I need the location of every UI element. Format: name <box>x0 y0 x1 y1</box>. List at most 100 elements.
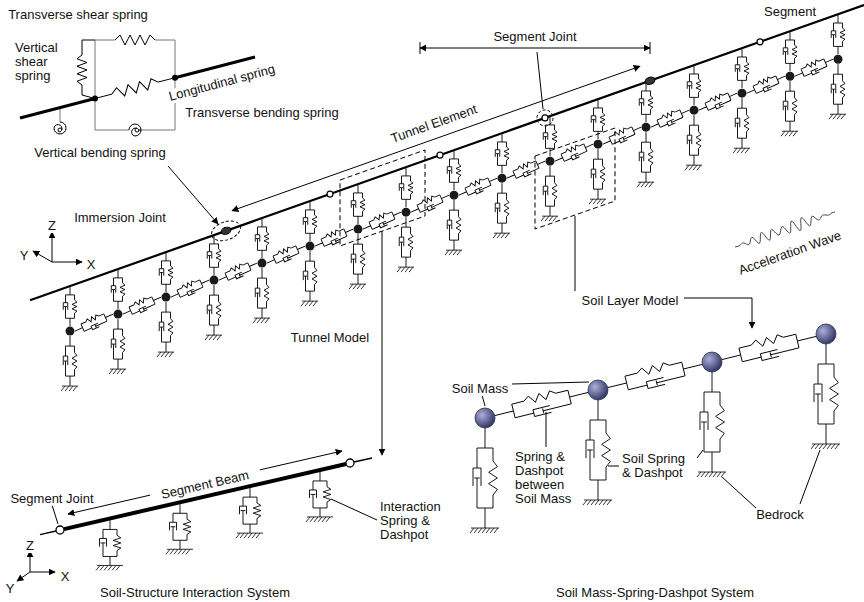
spring-dashpot-lines <box>600 122 643 150</box>
dimension-arrow <box>232 66 640 210</box>
spring-dashpot <box>831 15 845 54</box>
soil-mass <box>816 324 836 344</box>
frame-line <box>60 108 61 122</box>
leader-line <box>722 477 756 508</box>
joint-node <box>92 96 98 102</box>
leader-line <box>512 382 589 384</box>
spring-dashpot-lines <box>399 217 413 267</box>
segment-joint-symbol <box>346 459 354 467</box>
bedrock-hatch <box>96 565 123 570</box>
spring-dashpot <box>303 251 317 301</box>
bedrock-hatch <box>493 233 510 238</box>
immersion-joint-symbol <box>220 226 232 236</box>
spring-dashpot <box>543 166 557 216</box>
callout-label: Acceleration Wave <box>736 228 844 278</box>
spring-dashpot-lines <box>207 285 221 335</box>
callout-label: Tunnel Element <box>388 102 480 146</box>
spring-dashpot <box>159 253 173 292</box>
spring-dashpot <box>120 291 163 319</box>
immersion-joint-marker <box>209 217 243 244</box>
spring-dashpot-lines <box>72 308 115 336</box>
vertical-bending-spiral <box>54 122 66 134</box>
beam-stub <box>354 458 372 462</box>
spring-dashpot <box>447 151 461 190</box>
soil-mass-dot <box>210 276 219 285</box>
spring-dashpot <box>312 223 355 251</box>
soil-mass-dot <box>162 293 171 302</box>
soil-mass-dot <box>258 259 267 268</box>
spring-dashpot-lines <box>159 302 173 352</box>
frame-line <box>155 40 175 78</box>
spring-dashpot-lines <box>456 172 499 200</box>
spring-dashpot-lines <box>264 240 307 268</box>
callout-label: Y <box>5 582 16 596</box>
spring-dashpot <box>72 308 115 336</box>
spring-dashpot <box>456 172 499 200</box>
soil-mass-dot <box>690 106 699 115</box>
spring-dashpot-lines <box>495 134 509 173</box>
bedrock-hatch <box>637 182 654 187</box>
spring-dashpot-lines <box>100 520 121 565</box>
spring-dashpot-lines <box>831 64 845 114</box>
callout-label: Spring & Dashpot between Soil Mass <box>514 450 578 506</box>
callout-label: X <box>86 258 97 272</box>
soil-mass-dot <box>450 191 459 200</box>
spring-dashpot <box>111 270 125 309</box>
bedrock-hatch <box>157 352 174 357</box>
soil-mass-dot <box>114 310 123 319</box>
spring-dashpot <box>783 32 797 71</box>
bedrock-hatch <box>541 216 558 221</box>
segment-joint-symbol <box>437 152 443 158</box>
callout-label: Interaction Spring & Dashpot <box>379 500 453 542</box>
bedrock-hatch <box>253 318 270 323</box>
callout-label: Tunnel Model <box>290 331 370 345</box>
bedrock-hatch <box>306 517 333 522</box>
spring-dashpot <box>408 189 451 217</box>
segment-beam <box>64 464 346 529</box>
callout-label: Vertical shear spring <box>14 41 74 83</box>
spring-dashpot-lines <box>310 472 331 517</box>
soil-mass-inset <box>470 324 840 533</box>
soil-mass-dot <box>642 123 651 132</box>
bedrock-hatch <box>733 148 750 153</box>
spring-dashpot-lines <box>687 115 701 165</box>
spring-dashpot-lines <box>447 200 461 250</box>
spring-dashpot <box>207 236 221 275</box>
spring-dashpot <box>111 319 125 369</box>
bedrock-hatch <box>61 386 78 391</box>
spring-dashpot <box>735 49 749 88</box>
soil-mass-dot <box>546 157 555 166</box>
spring-dashpot-lines <box>700 372 724 472</box>
spring-dashpot <box>696 88 739 116</box>
spring-dashpot-lines <box>351 185 365 224</box>
bedrock-hatch <box>470 528 499 533</box>
soil-mass-dot <box>498 174 507 183</box>
segment-joint-symbol <box>757 39 763 45</box>
spring-dashpot <box>100 520 121 565</box>
axis-arrow <box>52 262 82 263</box>
callout-label: Transverse shear spring <box>7 8 149 22</box>
spring-dashpot-lines <box>473 428 497 528</box>
spring-dashpot-lines <box>735 98 749 148</box>
dimension-arrow <box>260 451 342 470</box>
spring-dashpot-lines <box>783 32 797 71</box>
leader-arrow <box>168 166 218 224</box>
spring-dashpot-lines <box>63 336 77 386</box>
spring-dashpot <box>159 302 173 352</box>
soil-mass-dot <box>354 225 363 234</box>
callout-label: Vertical bending spring <box>33 146 167 160</box>
segment-joint-marker <box>537 110 553 126</box>
soil-mass-dot <box>306 242 315 251</box>
spring-dashpot <box>170 504 191 549</box>
spring-dashpot-lines <box>168 274 211 302</box>
leader-arrow <box>684 298 752 328</box>
spring-dashpot-lines <box>63 287 77 326</box>
spring-dashpot <box>700 372 724 472</box>
axis-arrow <box>52 232 53 262</box>
bedrock-hatch <box>205 335 222 340</box>
bedrock-hatch <box>166 549 193 554</box>
spring-dashpot-lines <box>639 132 653 182</box>
spring-dashpot <box>360 206 403 234</box>
